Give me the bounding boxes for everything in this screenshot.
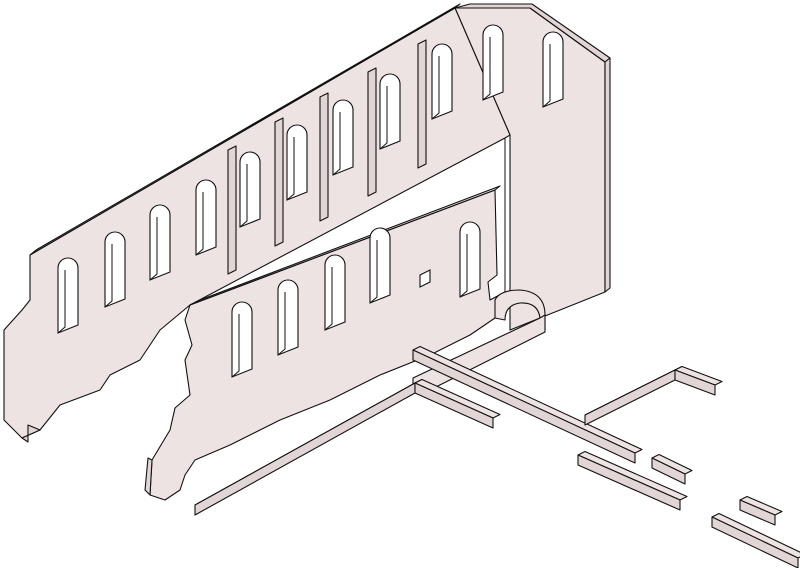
- arched-window: [482, 24, 504, 101]
- arched-window: [239, 151, 261, 228]
- arched-window: [542, 31, 564, 108]
- pilasters: [227, 39, 427, 275]
- pilaster: [367, 67, 377, 197]
- beam-side: [674, 369, 716, 396]
- arched-window: [286, 124, 308, 201]
- beam-top: [711, 512, 800, 559]
- beam-side: [711, 516, 799, 568]
- arched-window: [195, 179, 217, 256]
- arched-window: [277, 279, 299, 356]
- pilaster: [274, 117, 284, 247]
- square-opening: [419, 269, 431, 288]
- beam-side: [739, 499, 776, 526]
- beam-side: [414, 382, 494, 429]
- arched-window: [149, 204, 171, 281]
- arched-window: [369, 227, 391, 304]
- foundation-beams: [194, 345, 800, 568]
- arched-window: [379, 73, 401, 150]
- arched-window: [104, 231, 126, 308]
- pilaster: [319, 92, 329, 222]
- pilaster: [227, 145, 237, 275]
- front-wall: [144, 185, 511, 501]
- beam-side: [651, 457, 686, 485]
- arched-window: [57, 257, 79, 334]
- arched-window: [459, 221, 481, 298]
- beam-side: [584, 369, 676, 426]
- arched-window: [324, 254, 346, 331]
- beam-side: [577, 454, 681, 511]
- arched-window: [431, 43, 453, 120]
- beam-side: [412, 349, 636, 464]
- arched-window: [332, 99, 354, 176]
- front-wall-windows: [231, 221, 481, 378]
- back-wall-windows: [57, 24, 564, 334]
- arched-window: [231, 301, 253, 378]
- pilaster: [417, 39, 427, 169]
